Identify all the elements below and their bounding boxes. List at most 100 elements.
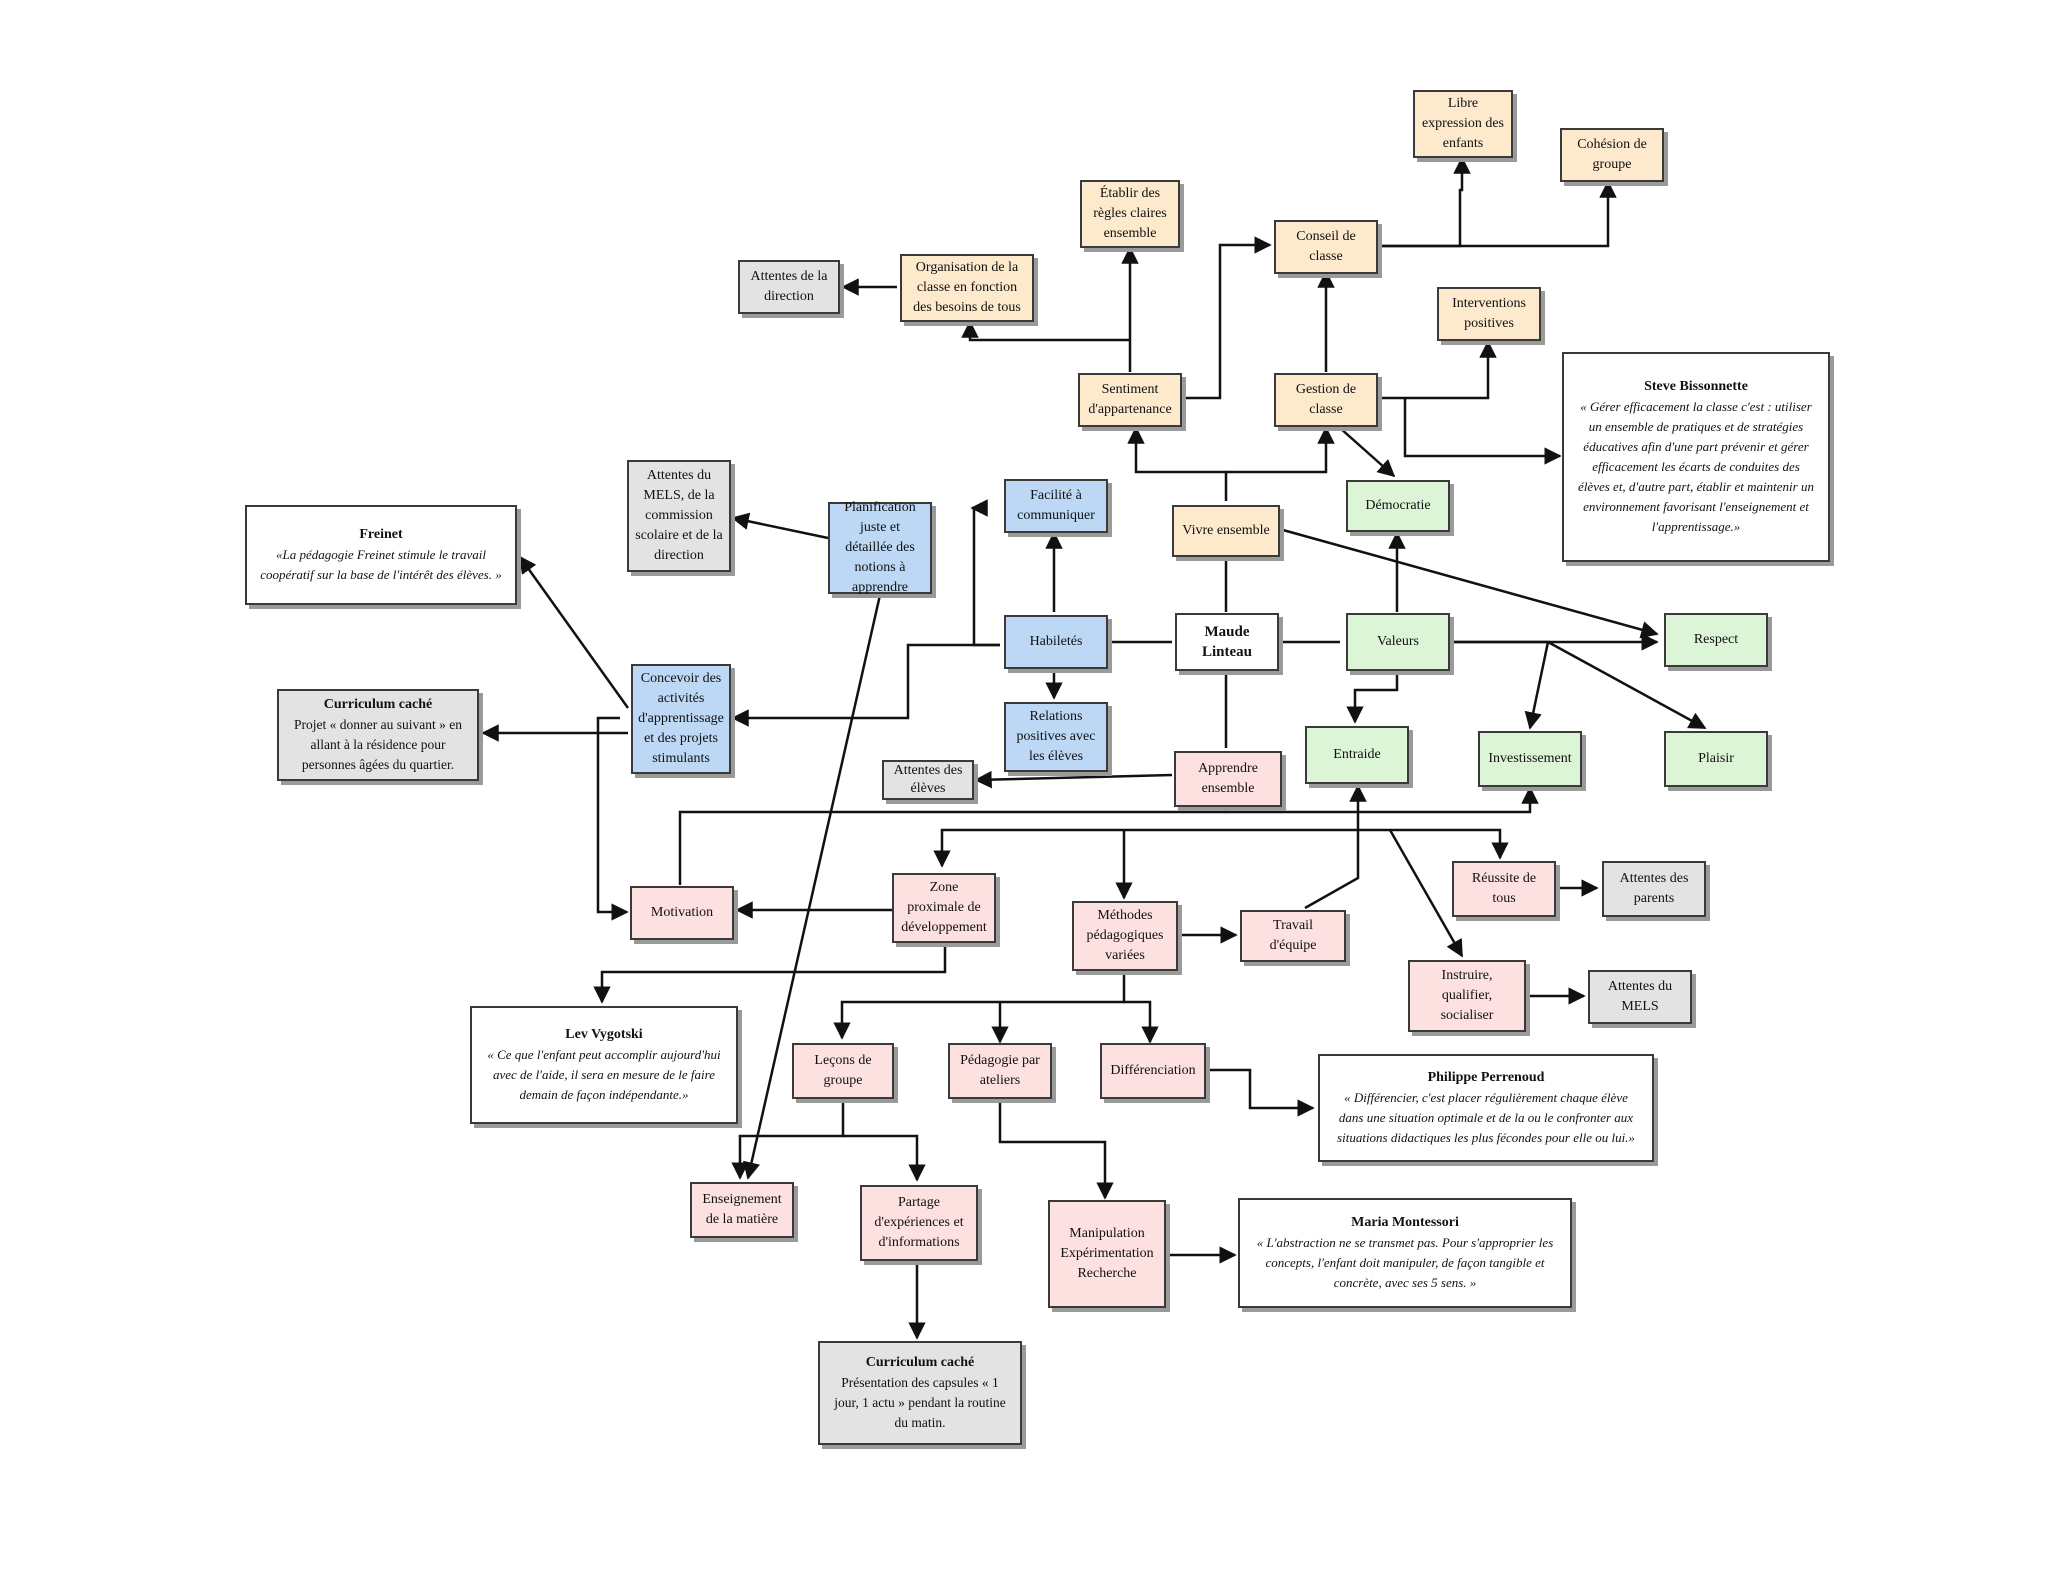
node-methodes-pedagogiques-label: Méthodes pédagogiques variées (1086, 908, 1164, 963)
node-differenciation-label: Différenciation (1110, 1063, 1196, 1078)
node-plaisir: Plaisir (1664, 731, 1768, 787)
node-curriculum-cache-2: Curriculum caché Présentation des capsul… (818, 1341, 1022, 1445)
node-differenciation: Différenciation (1100, 1043, 1206, 1099)
node-cohesion-label: Cohésion de groupe (1577, 137, 1647, 172)
node-attentes-mels-commission-label: Attentes du MELS, de la commission scola… (635, 468, 723, 563)
node-maude-linteau: Maude Linteau (1175, 613, 1279, 671)
curriculum-cache-1-title: Curriculum caché (323, 697, 433, 712)
curriculum-cache-2-body: Présentation des capsules « 1 jour, 1 ac… (834, 1375, 1006, 1430)
node-steve-bissonnette: Steve Bissonnette « Gérer efficacement l… (1562, 352, 1830, 562)
freinet-title: Freinet (359, 527, 403, 542)
lev-vygotski-quote: « Ce que l'enfant peut accomplir aujourd… (487, 1047, 721, 1102)
connector-methodes-differenciation (1124, 1000, 1159, 1044)
connector-sentiment-organisation (961, 320, 1130, 342)
philippe-perrenoud-quote: « Différencier, c'est placer régulièreme… (1337, 1090, 1635, 1145)
node-maria-montessori: Maria Montessori « L'abstraction ne se t… (1238, 1198, 1572, 1308)
node-lecons-groupe: Leçons de groupe (792, 1043, 894, 1099)
node-attentes-mels: Attentes du MELS (1588, 970, 1692, 1024)
connector-planification-enseignement (742, 594, 882, 1180)
connector-sentiment-conseil (1180, 236, 1272, 400)
node-travail-equipe: Travail d'équipe (1240, 910, 1346, 962)
steve-bissonnette-title: Steve Bissonnette (1644, 379, 1748, 394)
node-facilite-communiquer-label: Facilité à communiquer (1017, 488, 1095, 523)
node-instruire-qualifier-label: Instruire, qualifier, socialiser (1440, 968, 1494, 1023)
node-attentes-direction: Attentes de la direction (738, 260, 840, 314)
node-attentes-eleves: Attentes des élèves (882, 760, 974, 800)
connector-planification-attentes (731, 512, 829, 540)
connector-apprendre-investissement (1224, 786, 1539, 814)
node-enseignement-matiere-label: Enseignement de la matière (702, 1192, 782, 1227)
node-maude-linteau-label: Maude Linteau (1201, 624, 1252, 660)
node-apprendre-ensemble: Apprendre ensemble (1174, 751, 1282, 807)
curriculum-cache-2-title: Curriculum caché (865, 1355, 975, 1370)
connector-valeurs-investissement (1452, 640, 1550, 730)
connector-habiletes-planification (970, 499, 1000, 647)
node-cohesion: Cohésion de groupe (1560, 128, 1664, 182)
node-lecons-groupe-label: Leçons de groupe (814, 1053, 872, 1088)
node-apprendre-ensemble-label: Apprendre ensemble (1198, 761, 1258, 796)
node-investissement: Investissement (1478, 731, 1582, 787)
connector-gestion-democratie (1339, 427, 1396, 478)
node-travail-equipe-label: Travail d'équipe (1269, 918, 1317, 953)
node-sentiment-appartenance-label: Sentiment d'appartenance (1088, 382, 1172, 417)
node-motivation: Motivation (630, 886, 734, 940)
maria-montessori-title: Maria Montessori (1351, 1215, 1459, 1230)
node-habiletes-label: Habiletés (1029, 634, 1083, 649)
node-vivre-ensemble: Vivre ensemble (1172, 505, 1280, 557)
node-motivation-label: Motivation (650, 905, 714, 920)
lev-vygotski-title: Lev Vygotski (565, 1027, 643, 1042)
connector-gestion-interventions (1380, 340, 1497, 400)
node-attentes-parents-label: Attentes des parents (1619, 871, 1689, 906)
node-enseignement-matiere: Enseignement de la matière (690, 1182, 794, 1238)
node-facilite-communiquer: Facilité à communiquer (1004, 479, 1108, 533)
node-manipulation: Manipulation Expérimentation Recherche (1048, 1200, 1166, 1308)
connector-travail-entraide (1304, 784, 1367, 910)
maria-montessori-quote: « L'abstraction ne se transmet pas. Pour… (1256, 1235, 1554, 1290)
node-reussite-tous-label: Réussite de tous (1471, 871, 1537, 906)
node-organisation-classe: Organisation de la classe en fonction de… (900, 254, 1034, 322)
node-valeurs: Valeurs (1346, 613, 1450, 671)
node-attentes-mels-label: Attentes du MELS (1607, 979, 1673, 1014)
node-lev-vygotski: Lev Vygotski « Ce que l'enfant peut acco… (470, 1006, 738, 1124)
node-relations-positives: Relations positives avec les élèves (1004, 702, 1108, 772)
freinet-quote: «La pédagogie Freinet stimule le travail… (260, 547, 502, 582)
node-zone-proximale-label: Zone proximale de développement (901, 880, 987, 935)
node-vivre-ensemble-label: Vivre ensemble (1182, 523, 1270, 538)
node-manipulation-label: Manipulation Expérimentation Recherche (1060, 1226, 1154, 1281)
node-investissement-label: Investissement (1488, 751, 1572, 766)
connector-concevoir-freinet (518, 555, 630, 709)
steve-bissonnette-quote: « Gérer efficacement la classe c'est : u… (1578, 399, 1814, 534)
connector-conseil-libre (1380, 156, 1471, 248)
connector-methodes-split (833, 972, 1126, 1040)
node-entraide: Entraide (1305, 726, 1409, 784)
connector-concevoir-motivation (596, 716, 629, 921)
node-concevoir-activites: Concevoir des activités d'apprentissage … (631, 664, 731, 774)
node-philippe-perrenoud: Philippe Perrenoud « Différencier, c'est… (1318, 1054, 1654, 1162)
node-interventions-positives-label: Interventions positives (1452, 296, 1526, 331)
node-relations-positives-label: Relations positives avec les élèves (1016, 709, 1096, 764)
node-pedagogie-ateliers-label: Pédagogie par ateliers (960, 1053, 1040, 1088)
node-partage-experiences-label: Partage d'expériences et d'informations (874, 1195, 964, 1250)
node-gestion-classe-label: Gestion de classe (1295, 382, 1357, 417)
node-pedagogie-ateliers: Pédagogie par ateliers (948, 1043, 1052, 1099)
node-libre-expression-label: Libre expression des enfants (1421, 96, 1505, 151)
node-interventions-positives: Interventions positives (1437, 287, 1541, 341)
connector-apprendre-eleves (974, 770, 1173, 789)
connector-vivre-gestion (1226, 426, 1335, 474)
node-etablir-regles: Établir des règles claires ensemble (1080, 180, 1180, 248)
connector-lecons-partage (843, 1134, 926, 1182)
connector-valeurs-plaisir (1547, 640, 1707, 730)
node-respect: Respect (1664, 613, 1768, 667)
node-plaisir-label: Plaisir (1698, 751, 1734, 766)
connector-valeurs-entraide (1346, 673, 1399, 724)
node-attentes-parents: Attentes des parents (1602, 861, 1706, 917)
node-attentes-eleves-label: Attentes des élèves (893, 763, 963, 796)
connector-pedagogie-manipulation (998, 1098, 1114, 1200)
node-curriculum-cache-1: Curriculum caché Projet « donner au suiv… (277, 689, 479, 781)
connector-gestion-steve (1403, 398, 1562, 465)
node-freinet: Freinet «La pédagogie Freinet stimule le… (245, 505, 517, 605)
connector-apprendre-zone (933, 828, 1226, 868)
node-instruire-qualifier: Instruire, qualifier, socialiser (1408, 960, 1526, 1032)
connector-vivre-sentiment (1127, 426, 1228, 501)
node-methodes-pedagogiques: Méthodes pédagogiques variées (1072, 901, 1178, 971)
